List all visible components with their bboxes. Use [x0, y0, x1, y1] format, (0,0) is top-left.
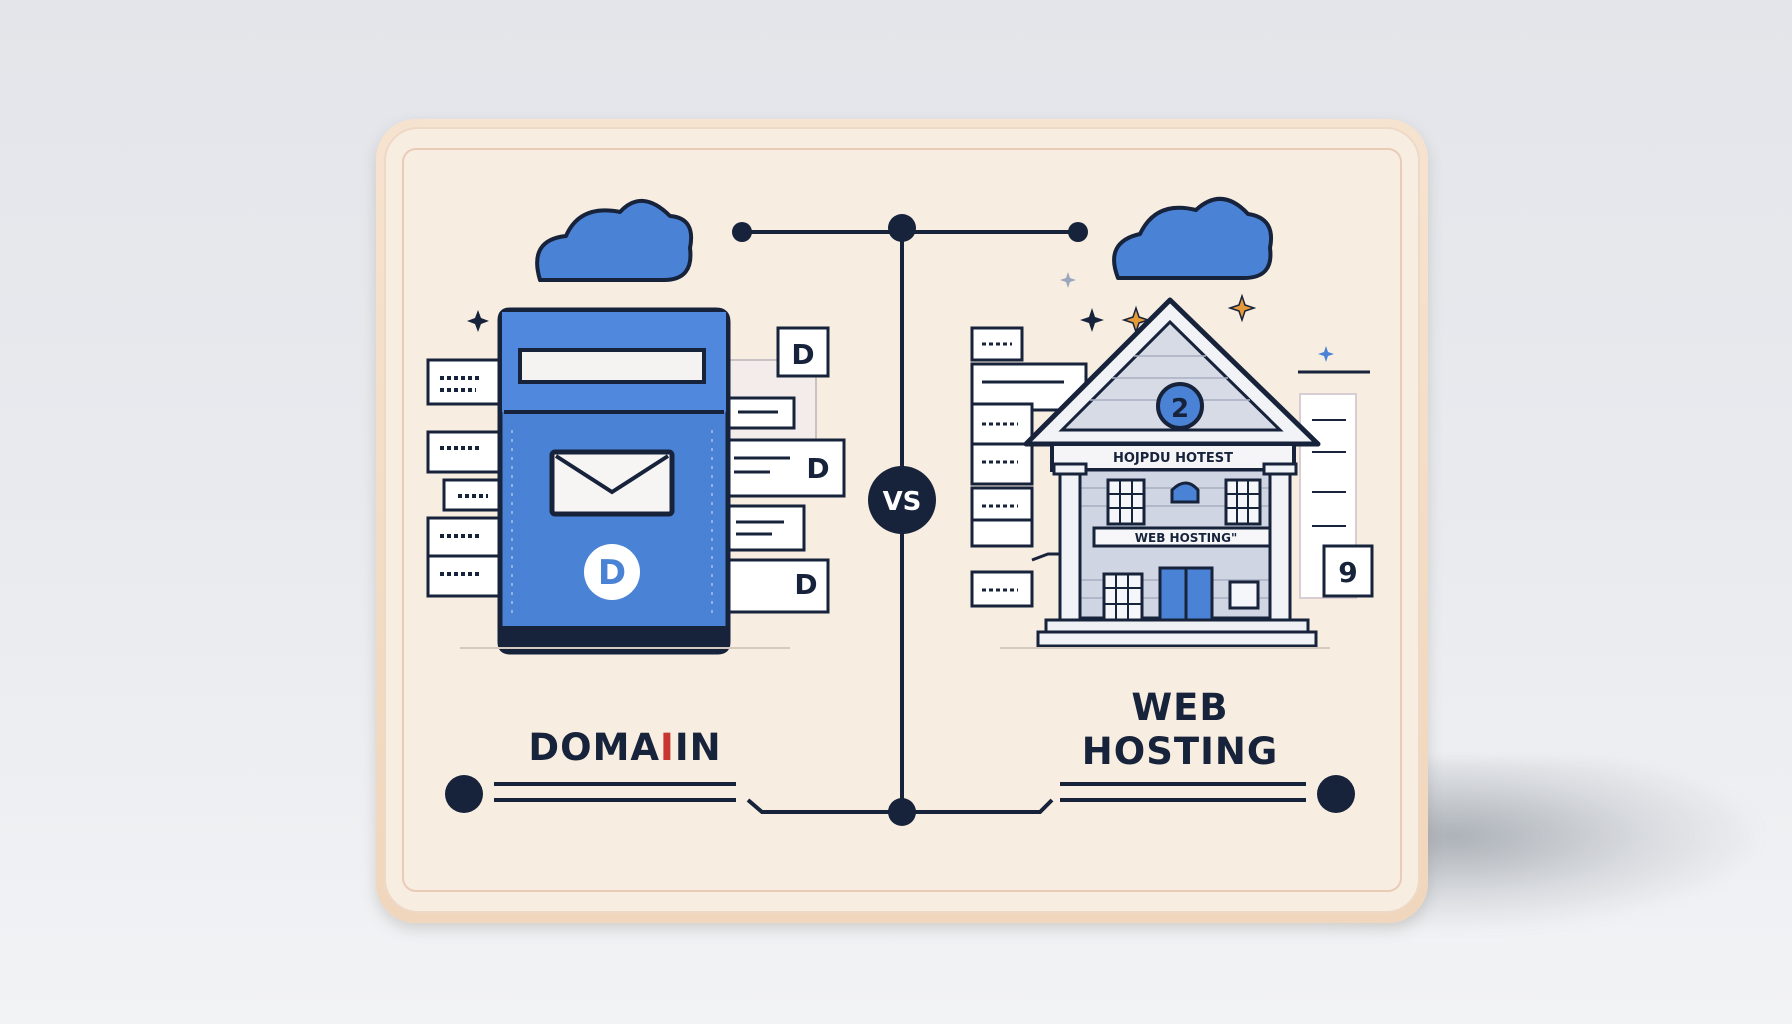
left-tab-lines: [440, 376, 488, 576]
domain-title: DOMAIIN: [500, 726, 750, 769]
web-hosting-title: WEB HOSTING: [1060, 686, 1300, 774]
domain-title-highlight: I: [660, 726, 675, 769]
left-tab-cards: [426, 358, 504, 598]
building-number: 2: [1171, 394, 1189, 424]
web-hosting-title-line2: HOSTING: [1081, 730, 1279, 773]
cloud-icon: [535, 198, 693, 282]
cloud-icon: [1112, 196, 1273, 280]
vs-badge: VS: [868, 466, 936, 534]
domain-title-suffix: IN: [674, 726, 722, 769]
mailbox-badge: D: [584, 544, 640, 600]
side-number: 9: [1338, 556, 1357, 589]
building-banner: WEB HOSTING": [1135, 531, 1237, 545]
house-icon: 2 HOJPDU HOTEST WEB HOSTING": [1023, 297, 1321, 648]
envelope-icon: [549, 449, 675, 517]
tab-letter: D: [791, 338, 814, 371]
tab-letter: D: [806, 452, 829, 485]
domain-title-prefix: DOMA: [528, 726, 661, 769]
mailbox-badge-letter: D: [598, 553, 626, 593]
connector-dots: [445, 214, 1355, 826]
card-inner-frame: [402, 148, 1402, 892]
web-hosting-title-line1: WEB: [1131, 686, 1229, 729]
sparkle-icon: [467, 272, 1334, 362]
building-sign: HOJPDU HOTEST: [1113, 451, 1233, 466]
vs-text: VS: [883, 487, 922, 517]
right-paper-tab: 9: [1298, 362, 1374, 599]
right-tab-cards: [970, 326, 1088, 608]
tab-letter: D: [794, 568, 817, 601]
